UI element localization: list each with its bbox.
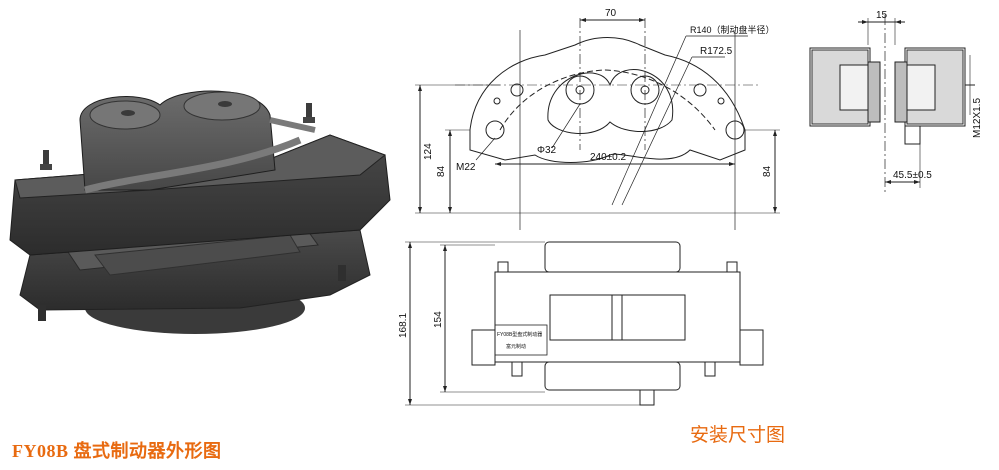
front-lobes <box>547 69 674 135</box>
dim-height-84-left: 84 <box>436 165 447 177</box>
brake-pad <box>94 234 301 276</box>
bolt-left-bottom <box>511 361 523 377</box>
mount-hole-left <box>485 120 505 140</box>
dim-side-offset: 45.5±0.5 <box>893 170 932 181</box>
nameplate-line-1: FY08B型盘式制动器 <box>497 331 542 338</box>
bridge-tube <box>84 136 302 194</box>
front-view-outline <box>469 37 746 163</box>
front-inner-arc <box>499 69 716 131</box>
bleeder-screw-left <box>40 150 52 170</box>
cylinder-right-hole <box>218 101 232 107</box>
bleeder-screw-right <box>303 103 315 123</box>
nameplate <box>494 324 548 356</box>
top-view <box>405 241 764 406</box>
dim-mount-spacing: 240±0.2 <box>590 152 627 163</box>
small-hole-3 <box>493 97 501 105</box>
top-view-labels: 168.1 154 FY08B型盘式制动器 富元制动 <box>398 311 542 350</box>
small-hole-2 <box>693 83 707 97</box>
dim-height-124: 124 <box>423 143 434 160</box>
bolt-left-top <box>497 261 509 273</box>
top-view-flange-left <box>471 329 496 366</box>
side-view-labels: 15 45.5±0.5 M12X1.5 <box>876 10 983 181</box>
top-view-pad-area <box>549 294 686 341</box>
mount-bolt-left <box>38 305 46 321</box>
bolt-right-bottom <box>704 361 716 377</box>
front-view <box>415 18 780 230</box>
bridge-tube-right <box>269 117 316 133</box>
small-hole-1 <box>510 83 524 97</box>
side-section-view <box>809 15 975 195</box>
dim-piston-spacing: 70 <box>605 8 617 19</box>
dim-height-84-right: 84 <box>762 165 773 177</box>
installation-caption: 安装尺寸图 <box>690 425 786 446</box>
cylinder-left-hole <box>121 110 135 116</box>
top-view-flange-right <box>739 329 764 366</box>
dim-disc-radius: R140（制动盘半径） <box>690 24 775 35</box>
dim-bore-diameter: Φ32 <box>537 145 557 156</box>
mount-bolt-right <box>338 265 346 281</box>
top-view-body <box>494 271 741 363</box>
bolt-right-top <box>726 261 738 273</box>
caliper-3d-render <box>9 90 391 334</box>
top-view-bottom-stub <box>639 389 655 406</box>
front-view-labels: 70 R140（制动盘半径） R172.5 Φ32 240±0.2 M22 12… <box>423 8 775 177</box>
dim-thread-left: M22 <box>456 162 476 173</box>
product-caption: FY08B 盘式制动器外形图 <box>12 441 222 461</box>
top-view-upper-cap <box>544 241 681 273</box>
dim-side-thread: M12X1.5 <box>972 98 983 138</box>
dim-overall-height: 168.1 <box>398 313 409 338</box>
dim-outer-radius: R172.5 <box>700 46 733 57</box>
top-view-lower-cap <box>544 361 681 391</box>
dim-side-gap: 15 <box>876 10 888 21</box>
side-bottom-stub <box>904 126 921 145</box>
dim-body-height: 154 <box>433 311 444 328</box>
nameplate-line-2: 富元制动 <box>506 343 526 350</box>
small-hole-4 <box>717 97 725 105</box>
